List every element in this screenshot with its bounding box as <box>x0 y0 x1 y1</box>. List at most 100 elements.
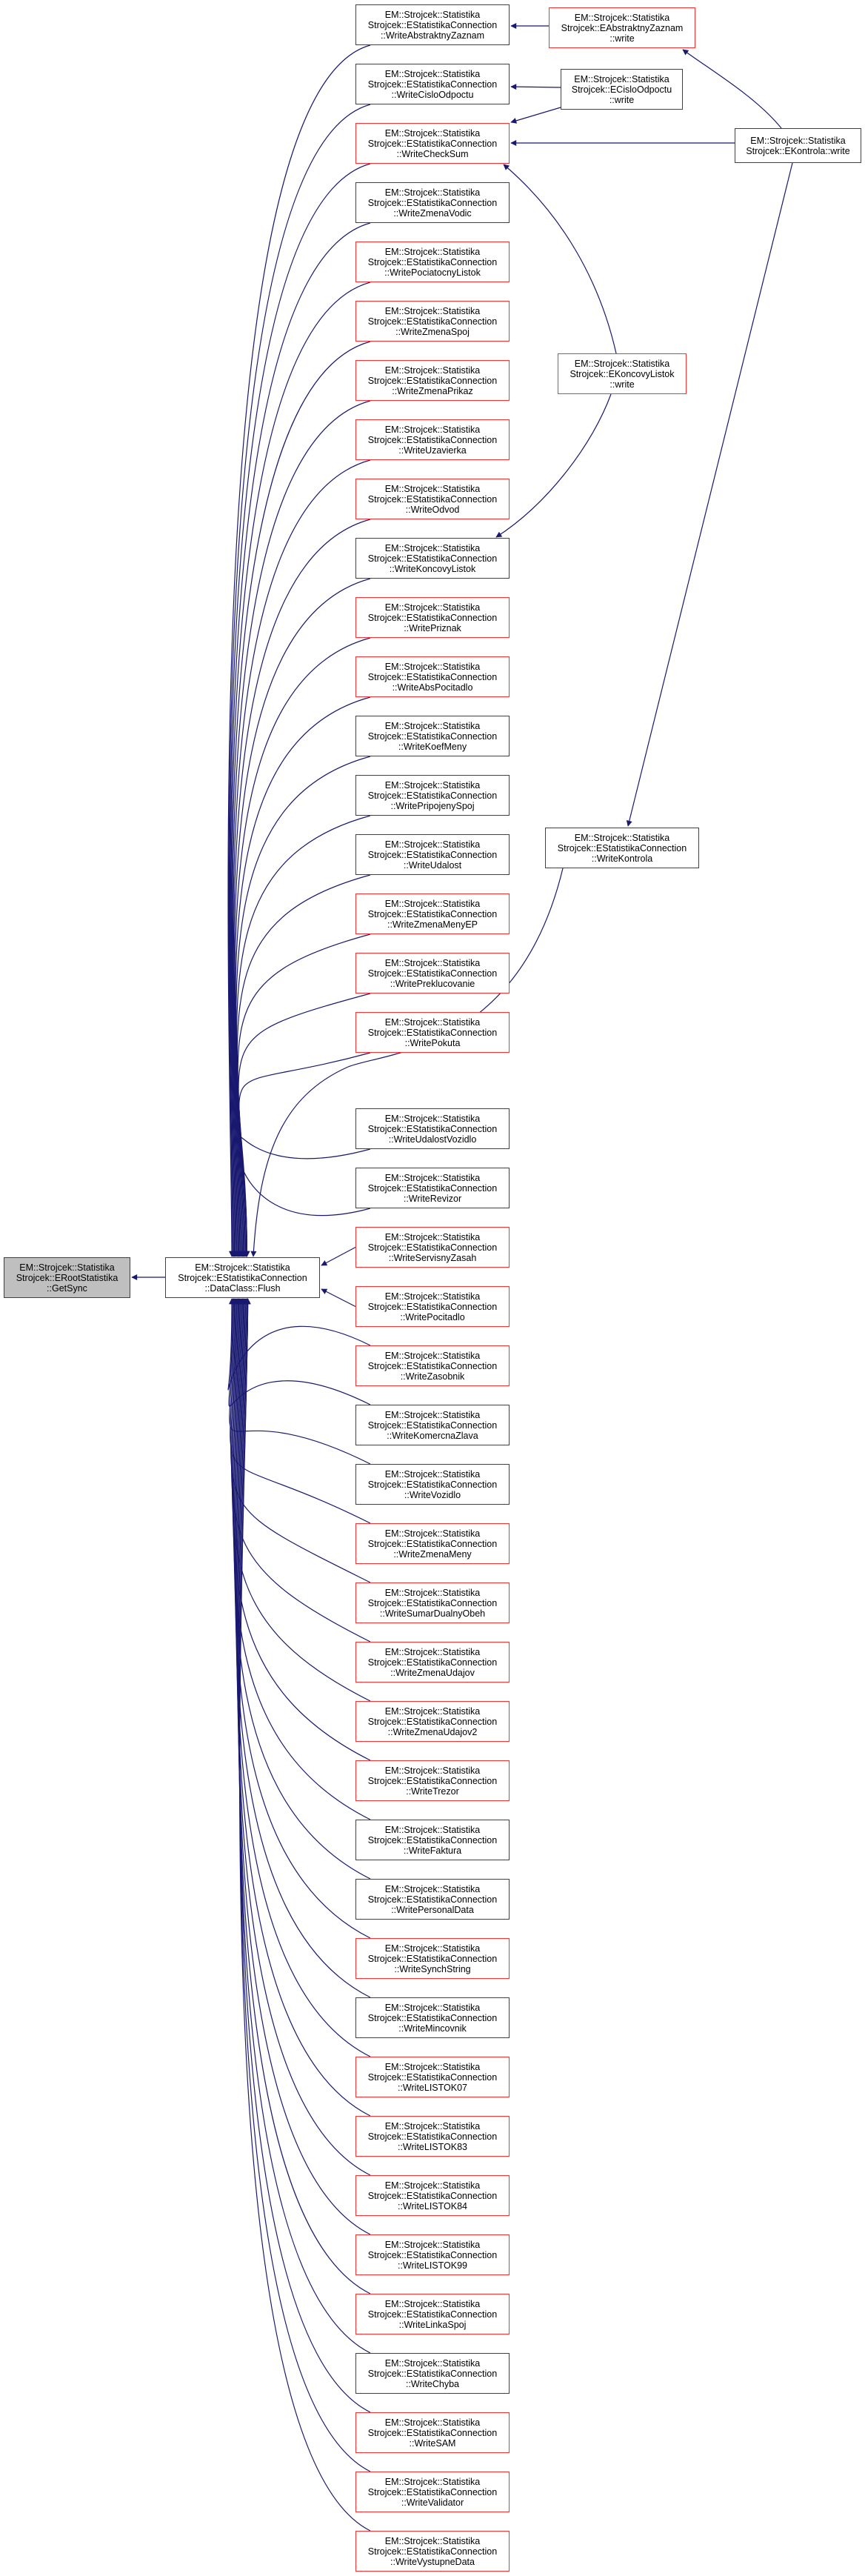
node-label-line: ::WriteZmenaVodic <box>393 207 472 219</box>
node-label-line: EM::Strojcek::Statistika <box>384 305 481 316</box>
node-label-line: ::WriteCisloOdpoctu <box>391 89 474 100</box>
node-label-line: ::WriteLISTOK84 <box>397 2200 468 2211</box>
node-label-line: ::WriteZmenaMenyEP <box>387 919 478 930</box>
node-label-line: ::WriteAbsPocitadlo <box>392 682 473 693</box>
node-label-line: Strojcek::EAbstraktnyZaznam <box>561 22 684 33</box>
node-label-line: Strojcek::EStatistikaConnection <box>367 1301 498 1312</box>
node-label-line: EM::Strojcek::Statistika <box>384 1765 481 1776</box>
node-label-line: EM::Strojcek::Statistika <box>384 246 481 257</box>
node-label-line: EM::Strojcek::Statistika <box>384 1231 481 1242</box>
node-label-line: Strojcek::EStatistikaConnection <box>367 790 498 801</box>
node-label-line: Strojcek::ECisloOdpoctu <box>571 84 672 95</box>
edge-caller-to-flush <box>229 163 371 1257</box>
edge-caller-to-flush <box>321 1288 356 1308</box>
node-label-line: Strojcek::EStatistikaConnection <box>367 671 498 682</box>
node-label-line: Strojcek::EKontrola::write <box>746 145 850 156</box>
node-label-line: EM::Strojcek::Statistika <box>384 898 481 909</box>
node-label-line: ::WriteSynchString <box>394 1963 471 1974</box>
node-label-line: EM::Strojcek::Statistika <box>750 135 846 146</box>
edge-caller-to-flush <box>236 874 371 1257</box>
node-label-line: ::WriteFaktura <box>403 1845 462 1856</box>
node-label-line: Strojcek::EStatistikaConnection <box>367 2012 498 2023</box>
node-label-line: EM::Strojcek::Statistika <box>384 1883 481 1894</box>
node-label-line: Strojcek::EStatistikaConnection <box>367 1360 498 1371</box>
node-label-line: Strojcek::EStatistikaConnection <box>367 1538 498 1549</box>
node-label-line: ::WriteTrezor <box>406 1785 459 1797</box>
node-label-line: Strojcek::EStatistikaConnection <box>367 316 498 327</box>
node-label-line: ::WritePocitadlo <box>400 1311 465 1322</box>
node-label-line: EM::Strojcek::Statistika <box>384 957 481 968</box>
edge-caller-to-flush <box>233 1298 371 1880</box>
node-label-line: EM::Strojcek::Statistika <box>19 1262 115 1273</box>
node-label-line: Strojcek::EStatistikaConnection <box>367 553 498 564</box>
edge-ekontrola-to-writekontrola <box>626 162 793 827</box>
edge-caller-to-flush <box>233 519 371 1257</box>
node-label-line: EM::Strojcek::Statistika <box>384 1528 481 1539</box>
node-label-line: EM::Strojcek::Statistika <box>384 68 481 79</box>
edge-ecislo-to-writechecksum <box>510 107 561 124</box>
node-label-line: Strojcek::EStatistikaConnection <box>367 138 498 149</box>
node-label-line: EM::Strojcek::Statistika <box>384 2120 481 2131</box>
node-label-line: EM::Strojcek::Statistika <box>384 1824 481 1835</box>
node-label-line: Strojcek::EStatistikaConnection <box>367 2427 498 2438</box>
node-label-line: ::GetSync <box>47 1282 87 1294</box>
node-label-line: Strojcek::EStatistikaConnection <box>367 2249 498 2260</box>
node-label-line: Strojcek::EStatistikaConnection <box>367 1479 498 1490</box>
node-label-line: ::WriteOdvod <box>405 504 460 515</box>
node-label-line: Strojcek::ERootStatistika <box>16 1272 118 1283</box>
node-label-line: ::WriteSAM <box>409 2437 456 2449</box>
node-label-line: ::WriteUdalost <box>403 859 462 871</box>
node-label-line: ::WritePociatocnyListok <box>384 267 481 278</box>
